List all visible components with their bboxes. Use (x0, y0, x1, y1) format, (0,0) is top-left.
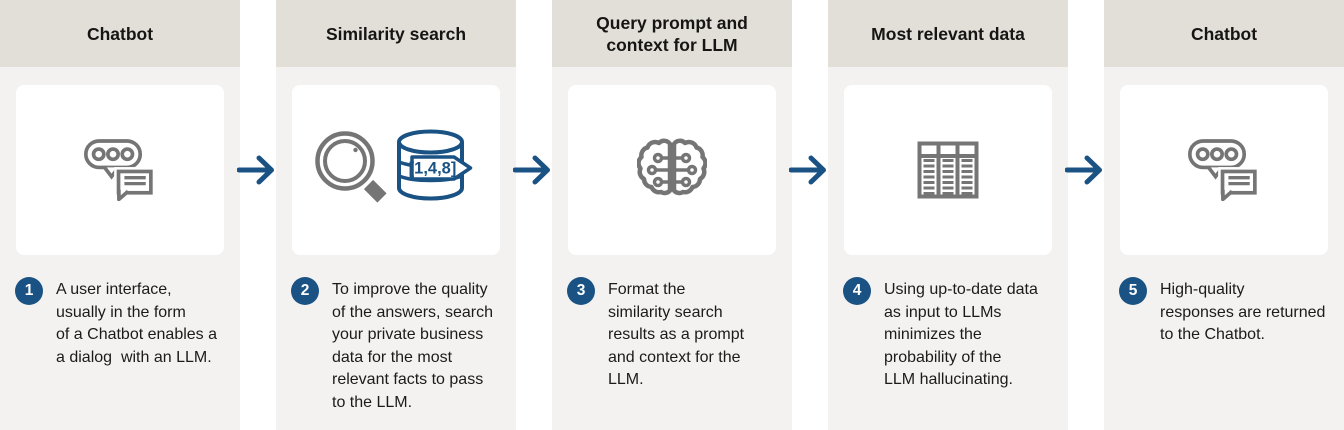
chat-bubbles-icon (1188, 139, 1260, 201)
step-row: 2 To improve the quality of the answers,… (276, 277, 516, 414)
column-header-label: Similarity search (325, 23, 467, 44)
step-number-badge: 2 (291, 277, 319, 305)
column-header-label: Query prompt and context for LLM (596, 12, 748, 55)
column-header: Chatbot (0, 0, 240, 67)
icon-card (16, 85, 224, 255)
arrow-gap (513, 0, 552, 430)
step-row: 5 High-quality responses are returned to… (1104, 277, 1344, 347)
step-row: 1 A user interface, usually in the form … (0, 277, 240, 369)
step-row: 3 Format the similarity search results a… (552, 277, 792, 392)
chat-bubbles-icon (84, 139, 156, 201)
step-column-3: Query prompt and context for LLM (552, 0, 792, 430)
arrow-gap (237, 0, 276, 430)
step-description: Using up-to-date data as input to LLMs m… (884, 281, 1038, 388)
step-column-5: Chatbot 5 (1104, 0, 1344, 430)
step-number-badge: 3 (567, 277, 595, 305)
column-header: Similarity search (276, 0, 516, 67)
flow-arrow-icon (513, 155, 550, 185)
column-header: Chatbot (1104, 0, 1344, 67)
step-column-4: Most relevant data (828, 0, 1068, 430)
column-header: Most relevant data (828, 0, 1068, 67)
step-description: A user interface, usually in the form of… (56, 281, 218, 366)
step-row: 4 Using up-to-date data as input to LLMs… (828, 277, 1068, 392)
step-description: To improve the quality of the answers, s… (332, 281, 493, 411)
similarity-search-icon: [1,4,8] (315, 129, 473, 203)
step-number-badge: 1 (15, 277, 43, 305)
step-description: Format the similarity search results as … (608, 281, 745, 388)
magnifier-icon (315, 131, 387, 203)
icon-card (568, 85, 776, 255)
step-column-2: Similarity search (276, 0, 516, 430)
db-array-label: [1,4,8] (409, 160, 457, 178)
flow-arrow-icon (1065, 155, 1102, 185)
icon-card: [1,4,8] (292, 85, 500, 255)
arrow-gap (1065, 0, 1104, 430)
icon-card (1120, 85, 1328, 255)
step-description: High-quality responses are returned to t… (1160, 281, 1326, 343)
step-number-badge: 5 (1119, 277, 1147, 305)
column-header: Query prompt and context for LLM (552, 0, 792, 67)
arrow-gap (789, 0, 828, 430)
column-header-label: Chatbot (1190, 23, 1258, 44)
vector-database-icon: [1,4,8] (397, 129, 473, 201)
step-number-badge: 4 (843, 277, 871, 305)
step-column-1: Chatbot 1 (0, 0, 240, 430)
flow-arrow-icon (237, 155, 274, 185)
brain-circuit-icon (637, 138, 707, 202)
column-header-label: Chatbot (86, 23, 154, 44)
data-table-icon (917, 141, 979, 199)
flow-arrow-icon (789, 155, 826, 185)
column-header-label: Most relevant data (871, 23, 1025, 44)
icon-card (844, 85, 1052, 255)
